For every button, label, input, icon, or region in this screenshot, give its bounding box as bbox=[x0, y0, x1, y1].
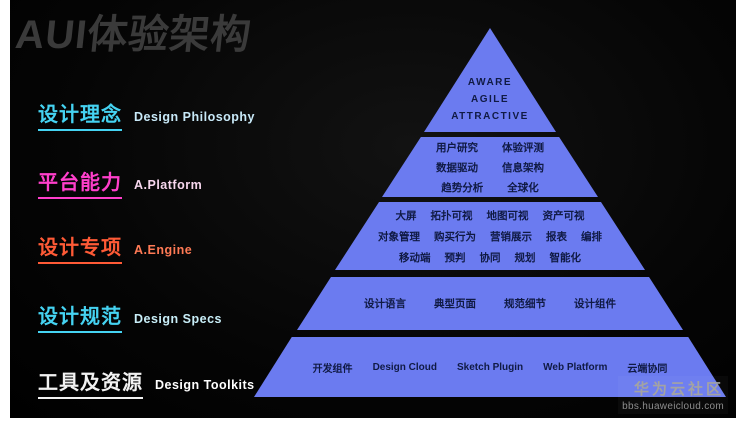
pyramid-term: 典型页面 bbox=[434, 298, 476, 310]
pyramid-row: 用户研究 体验评测 bbox=[436, 140, 544, 155]
pyramid-row: ATTRACTIVE bbox=[451, 111, 529, 122]
pyramid-row: 数据驱动 信息架构 bbox=[436, 160, 544, 175]
label-zh: 设计理念 bbox=[38, 98, 122, 131]
pyramid-term: 全球化 bbox=[507, 181, 539, 194]
label-toolkits: 工具及资源 Design Toolkits bbox=[38, 366, 255, 399]
label-en: A.Engine bbox=[134, 243, 193, 257]
pyramid-layer-platform: 用户研究 体验评测数据驱动 信息架构趋势分析 全球化 bbox=[382, 137, 598, 197]
pyramid-term: Sketch Plugin bbox=[457, 361, 524, 373]
pyramid-row: 趋势分析 全球化 bbox=[441, 180, 539, 195]
pyramid-term: Web Platform bbox=[543, 361, 608, 373]
pyramid-term: 开发组件 bbox=[312, 363, 353, 375]
pyramid-term: AGILE bbox=[470, 94, 510, 105]
pyramid-term: 报表 bbox=[546, 230, 567, 243]
label-en: A.Platform bbox=[134, 178, 203, 192]
pyramid-term: 规范细节 bbox=[504, 298, 546, 310]
pyramid-term: 大屏 bbox=[395, 209, 417, 222]
pyramid-term: 体验评测 bbox=[502, 141, 544, 154]
pyramid-term: 智能化 bbox=[549, 251, 582, 264]
pyramid-layer-engine: 大屏拓扑可视地图可视资产可视对象管理购买行为营销展示报表编排移动端预判协同规划智… bbox=[335, 202, 645, 270]
pyramid-term: 协同 bbox=[479, 251, 501, 264]
pyramid-term: 购买行为 bbox=[434, 230, 476, 243]
page-title: AUI体验架构 bbox=[13, 13, 254, 57]
label-design-specs: 设计规范 Design Specs bbox=[38, 300, 222, 333]
pyramid-row: 对象管理 购买行为 营销展示 报表 编排 bbox=[378, 229, 602, 244]
pyramid-row: 移动端预判协同规划智能化 bbox=[399, 250, 581, 265]
label-zh: 设计专项 bbox=[38, 231, 122, 264]
pyramid-term: 规划 bbox=[514, 251, 536, 264]
label-zh: 设计规范 bbox=[38, 300, 122, 333]
pyramid-term: 拓扑可视 bbox=[430, 209, 473, 222]
watermark-name: 华为云社区 bbox=[633, 381, 724, 398]
pyramid-term: 资产可视 bbox=[542, 209, 585, 222]
pyramid-term: 预判 bbox=[444, 251, 466, 264]
pyramid-term: 地图可视 bbox=[486, 209, 529, 222]
label-engine: 设计专项 A.Engine bbox=[38, 231, 192, 264]
pyramid-term: 编排 bbox=[581, 230, 602, 243]
pyramid-term: 设计组件 bbox=[574, 298, 616, 310]
pyramid-term: ATTRACTIVE bbox=[451, 111, 529, 122]
pyramid-row: AWARE bbox=[468, 77, 512, 88]
pyramid-term: 云端协同 bbox=[627, 363, 668, 375]
label-en: Design Toolkits bbox=[155, 378, 255, 392]
pyramid-term: 趋势分析 bbox=[441, 181, 484, 194]
dark-canvas: AUI体验架构 设计理念 Design Philosophy 平台能力 A.Pl… bbox=[10, 0, 736, 418]
pyramid-row: AGILE bbox=[471, 94, 509, 105]
pyramid-layer-toolkits: 开发组件 Design Cloud Sketch Plugin Web Platfor… bbox=[254, 337, 726, 397]
label-zh: 工具及资源 bbox=[38, 366, 143, 399]
label-zh: 平台能力 bbox=[38, 166, 122, 199]
pyramid-row: 开发组件 Design Cloud Sketch Plugin Web Platfor… bbox=[313, 360, 668, 375]
pyramid-term: 数据驱动 bbox=[436, 161, 478, 174]
pyramid-term: Design Cloud bbox=[372, 361, 438, 373]
pyramid-term: 移动端 bbox=[399, 251, 431, 264]
label-en: Design Specs bbox=[134, 312, 222, 326]
pyramid-term: 信息架构 bbox=[502, 161, 544, 174]
label-design-philosophy: 设计理念 Design Philosophy bbox=[38, 98, 255, 131]
pyramid-layer-specs: 设计语言 典型页面 规范细节 设计组件 bbox=[297, 277, 683, 330]
pyramid-row: 大屏拓扑可视地图可视资产可视 bbox=[396, 208, 585, 223]
pyramid-row: 设计语言 典型页面 规范细节 设计组件 bbox=[364, 296, 616, 311]
label-platform: 平台能力 A.Platform bbox=[38, 166, 202, 199]
pyramid-term: 对象管理 bbox=[378, 230, 420, 243]
pyramid-layer-apex: AWARE AGILE ATTRACTIVE bbox=[424, 28, 556, 132]
label-en: Design Philosophy bbox=[134, 110, 256, 124]
pyramid-term: AWARE bbox=[467, 77, 513, 88]
pyramid-term: 设计语言 bbox=[364, 298, 406, 310]
pyramid-term: 用户研究 bbox=[436, 141, 478, 154]
watermark-url: bbs.huaweicloud.com bbox=[622, 401, 724, 412]
watermark: 华为云社区 bbs.huaweicloud.com bbox=[618, 376, 728, 414]
pyramid-term: 营销展示 bbox=[490, 230, 532, 243]
